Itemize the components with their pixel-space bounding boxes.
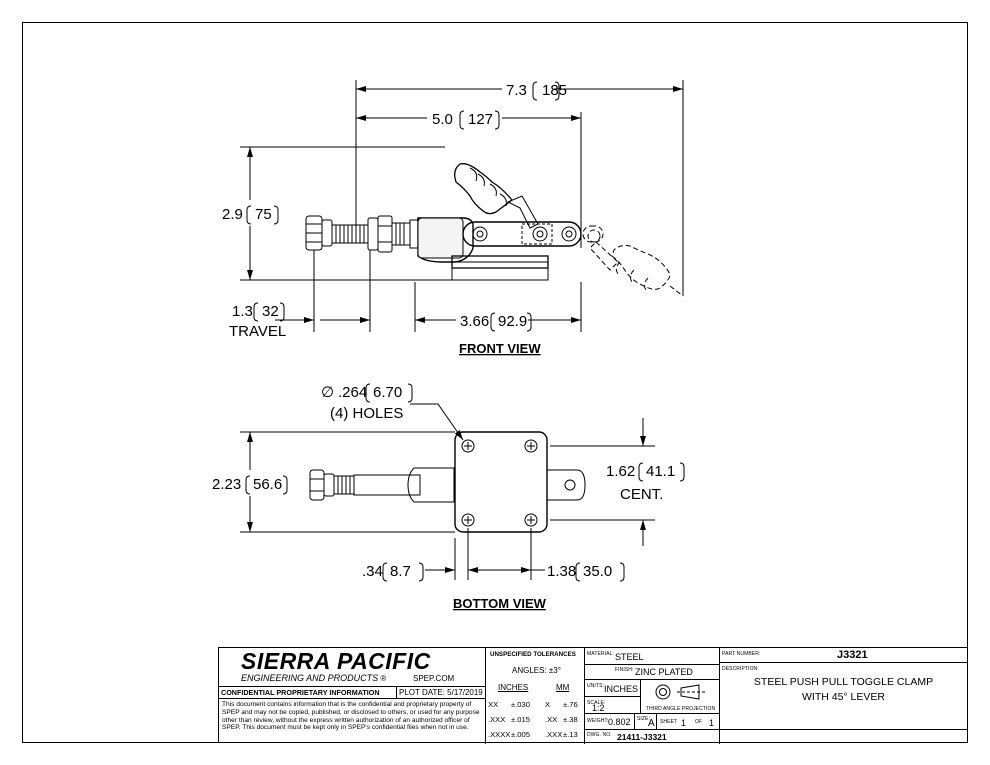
svg-text:75: 75: [255, 206, 272, 223]
front-dim-base: 3.66 92.9: [460, 312, 532, 332]
bottom-view: [240, 403, 655, 580]
svg-text:.264: .264: [338, 384, 367, 401]
svg-text:(4) HOLES: (4) HOLES: [330, 405, 403, 422]
svg-text:185: 185: [542, 82, 567, 99]
svg-text:1.62: 1.62: [606, 463, 635, 480]
svg-text:56.6: 56.6: [253, 476, 282, 493]
svg-text:127: 127: [468, 111, 493, 128]
svg-text:TRAVEL: TRAVEL: [229, 323, 286, 340]
svg-text:∅: ∅: [321, 384, 334, 401]
material-cell: MATERIAL: STEEL: [585, 648, 720, 665]
weight-cell: WEIGHT: 0.802: [585, 714, 635, 730]
bottom-dim-cent: 1.62 41.1 CENT.: [606, 462, 685, 503]
svg-text:.34: .34: [362, 563, 383, 580]
title-block: SIERRA PACIFIC ENGINEERING AND PRODUCTS®…: [218, 647, 968, 744]
svg-text:3.66: 3.66: [460, 313, 489, 330]
third-angle-projection-icon: [655, 684, 705, 700]
finish-cell: FINISH: ZINC PLATED: [585, 665, 720, 680]
svg-text:2.23: 2.23: [212, 476, 241, 493]
svg-text:32: 32: [262, 303, 279, 320]
scale-cell: SCALE: 1:2: [585, 697, 641, 714]
front-dim-overall: 7.3 185: [506, 81, 567, 101]
registered-mark: ®: [380, 674, 387, 683]
tol-row: .XXXX ±.005 .XXX ±.13: [488, 730, 578, 739]
description-cell: DESCRIPTION: STEEL PUSH PULL TOGGLE CLAM…: [720, 663, 967, 730]
part-number-cell: PART NUMBER: J3321: [720, 648, 967, 663]
svg-text:8.7: 8.7: [390, 563, 411, 580]
confidential-cell: CONFIDENTIAL PROPRIETARY INFORMATION: [219, 687, 397, 699]
bottom-dim-offset: .34 8.7: [362, 562, 424, 582]
units-cell: UNITS: INCHES: [585, 680, 641, 697]
size-cell: SIZE: A: [635, 714, 657, 730]
bottom-dim-holes: ∅ .264 6.70 (4) HOLES: [321, 383, 413, 422]
svg-text:41.1: 41.1: [646, 463, 675, 480]
company-subtitle: ENGINEERING AND PRODUCTS®: [241, 673, 387, 683]
front-dim-travel: 1.3 32 TRAVEL: [229, 302, 286, 340]
confidential-notice: This document contains information that …: [219, 699, 486, 744]
plot-date-cell: PLOT DATE: 5/17/2019: [397, 687, 486, 699]
bottom-dim-width: 2.23 56.6: [212, 475, 288, 495]
bottom-dim-spacing: 1.38 35.0: [547, 562, 625, 582]
company-name: SIERRA PACIFIC: [241, 648, 431, 674]
front-dim-pivot: 5.0 127: [432, 110, 500, 130]
dwg-no-cell: DWG. NO. 21411-J3321: [585, 730, 720, 744]
company-cell: SIERRA PACIFIC ENGINEERING AND PRODUCTS®…: [219, 648, 486, 687]
svg-text:5.0: 5.0: [432, 111, 453, 128]
svg-text:92.9: 92.9: [498, 313, 527, 330]
svg-text:35.0: 35.0: [583, 563, 612, 580]
bottom-view-title: BOTTOM VIEW: [453, 596, 547, 611]
front-view: [240, 80, 684, 332]
company-website: SPEP.COM: [413, 674, 455, 683]
tol-row: XX ±.030 X ±.76: [488, 700, 578, 709]
tol-row: .XXX ±.015 .XX ±.38: [488, 715, 578, 724]
sheet-cell: SHEET 1 OF 1: [657, 714, 720, 730]
svg-text:CENT.: CENT.: [620, 486, 663, 503]
svg-text:2.9: 2.9: [222, 206, 243, 223]
front-dim-height: 2.9 75: [222, 205, 279, 225]
svg-text:6.70: 6.70: [373, 384, 402, 401]
front-view-title: FRONT VIEW: [459, 341, 541, 356]
projection-cell: THIRD ANGLE PROJECTION: [641, 680, 720, 714]
tolerances-cell: UNSPECIFIED TOLERANCES ANGLES: ±3° INCHE…: [486, 648, 585, 744]
svg-text:7.3: 7.3: [506, 82, 527, 99]
svg-text:1.3: 1.3: [232, 303, 253, 320]
svg-text:1.38: 1.38: [547, 563, 576, 580]
